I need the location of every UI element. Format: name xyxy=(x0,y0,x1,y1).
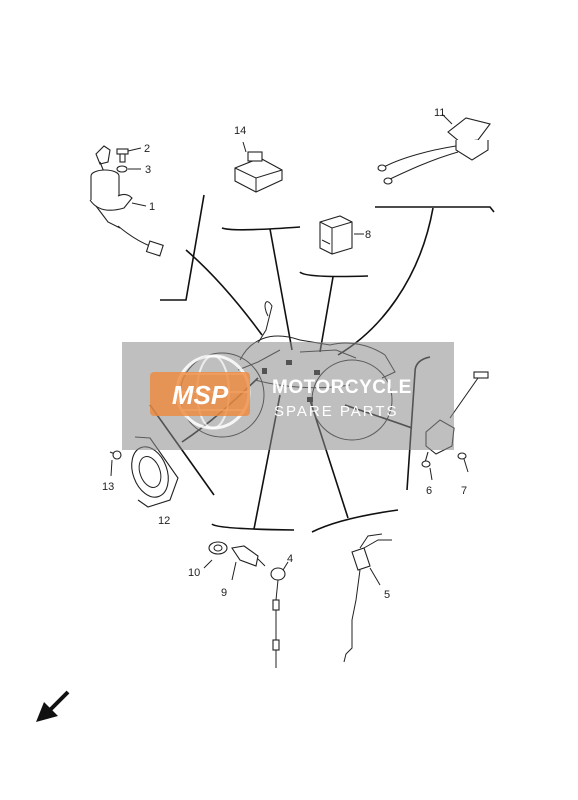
horn-illustration xyxy=(109,436,179,508)
flasher-relay-illustration xyxy=(319,215,364,255)
callout-8: 8 xyxy=(365,229,371,241)
watermark-logo: MSP xyxy=(172,380,229,410)
watermark-subtitle: SPARE PARTS xyxy=(274,403,399,420)
callout-12: 12 xyxy=(158,515,170,527)
callout-4: 4 xyxy=(287,553,293,565)
callout-14: 14 xyxy=(234,125,246,137)
ignition-switch-illustration xyxy=(89,145,164,257)
handlebar-switch-illustration xyxy=(377,113,491,185)
callout-6: 6 xyxy=(426,485,432,497)
relay-illustration xyxy=(234,141,283,193)
callout-13: 13 xyxy=(102,481,114,493)
callout-3: 3 xyxy=(145,164,151,176)
brake-switch-illustration xyxy=(343,533,392,663)
callout-7: 7 xyxy=(461,485,467,497)
callout-labels: 1 2 3 4 5 6 7 8 9 10 11 12 13 14 xyxy=(102,107,467,601)
callout-1: 1 xyxy=(149,201,155,213)
watermark: MSP MOTORCYCLE SPARE PARTS xyxy=(122,342,454,450)
callout-5: 5 xyxy=(384,589,390,601)
callout-10: 10 xyxy=(188,567,200,579)
watermark-title: MOTORCYCLE xyxy=(272,377,412,398)
front-direction-arrow-icon xyxy=(36,690,70,722)
callout-11: 11 xyxy=(434,107,445,119)
callout-9: 9 xyxy=(221,587,227,599)
callout-2: 2 xyxy=(144,143,150,155)
neutral-switch-illustration xyxy=(203,541,289,668)
